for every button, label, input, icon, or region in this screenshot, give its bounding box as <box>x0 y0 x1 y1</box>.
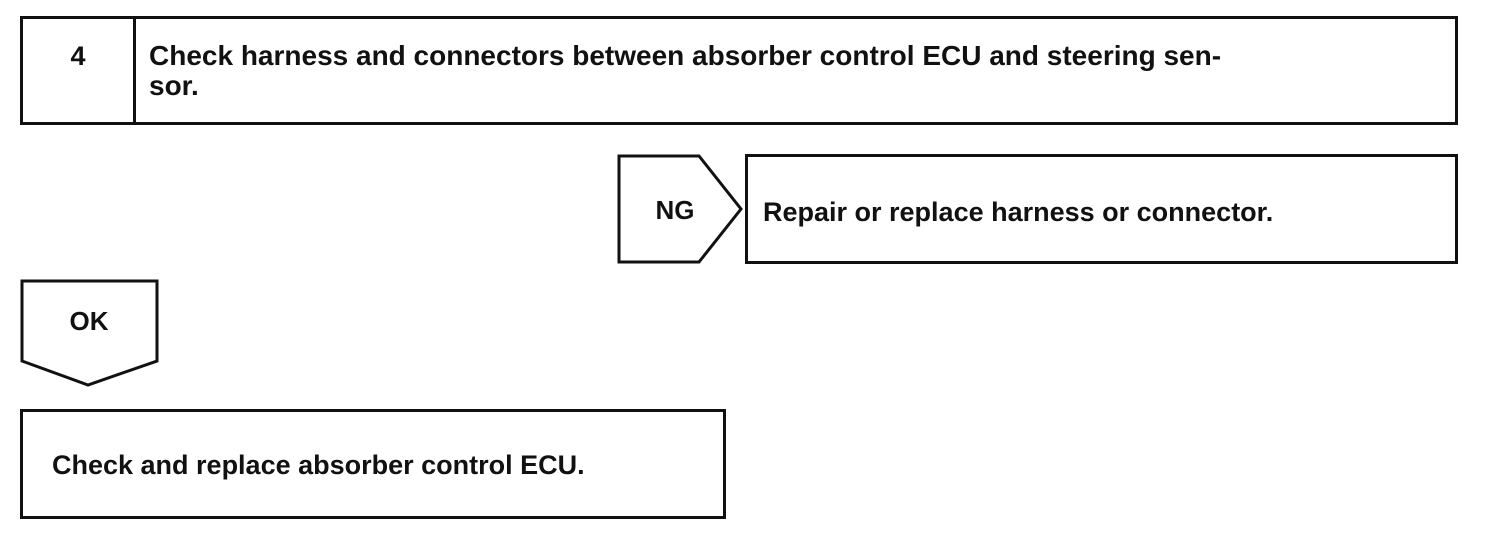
ok-arrow-icon <box>20 279 159 387</box>
ng-label: NG <box>655 195 695 225</box>
step-box: 4 Check harness and connectors between a… <box>20 16 1458 125</box>
ng-result-box: Repair or replace harness or connector. <box>745 154 1458 264</box>
ok-label: OK <box>69 306 109 336</box>
step-instruction: Check harness and connectors between abs… <box>149 40 1222 101</box>
step-number-cell: 4 <box>23 19 136 122</box>
ng-arrow-icon <box>617 154 743 264</box>
ok-result-text: Check and replace absorber control ECU. <box>52 450 585 480</box>
step-number: 4 <box>70 41 86 71</box>
ok-result-box: Check and replace absorber control ECU. <box>20 409 726 519</box>
ng-result-text: Repair or replace harness or connector. <box>763 197 1274 227</box>
